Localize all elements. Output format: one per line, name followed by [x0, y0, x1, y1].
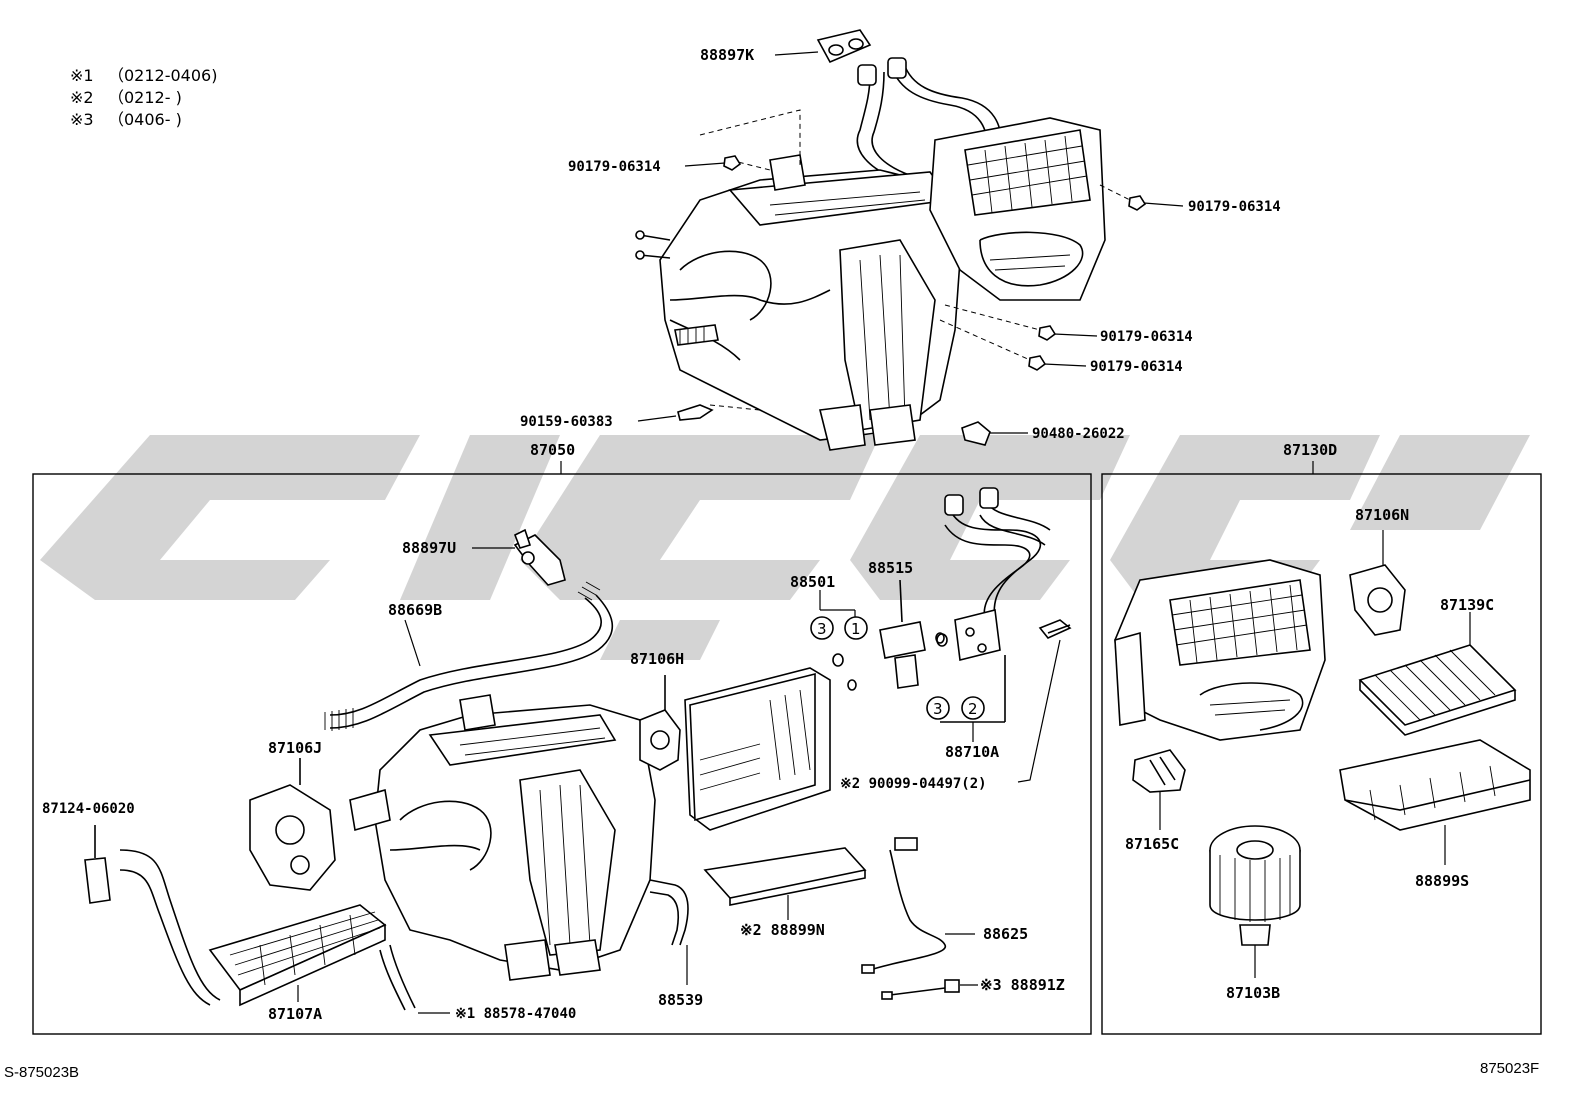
label-87107a: 87107A	[268, 1005, 322, 1023]
label-87106h: 87106H	[630, 650, 684, 668]
top-assembly-drawing	[635, 29, 1184, 451]
label-88625: 88625	[983, 925, 1028, 943]
servo-motor-87106n-part	[1349, 564, 1406, 636]
callout-3-lower: 3	[933, 700, 943, 718]
label-87050: 87050	[530, 441, 575, 459]
blower-case-top	[929, 117, 1106, 301]
label-88891z: ※3 88891Z	[980, 976, 1065, 994]
label-87139c: 87139C	[1440, 596, 1494, 614]
label-87106j: 87106J	[268, 739, 322, 757]
label-88501: 88501	[790, 573, 835, 591]
expansion-valve-88515-part	[879, 579, 945, 689]
bolt-90099-04497-part	[1017, 619, 1072, 783]
tube-88539-part	[649, 879, 689, 946]
label-88897k: 88897K	[700, 46, 754, 64]
cabin-filter-87139c-part	[1358, 644, 1517, 736]
filter-88899n-part	[703, 847, 867, 906]
label-90480-26022: 90480-26022	[1032, 426, 1125, 442]
drain-hose-88669b-part	[324, 581, 614, 731]
sensor-88891z-part	[881, 979, 960, 1000]
callout-circles-88710a: 3 2	[926, 633, 985, 720]
label-88669b: 88669B	[388, 601, 442, 619]
label-88515: 88515	[868, 559, 913, 577]
hose-88578-47040-part	[379, 944, 416, 1011]
servo-motor-87106h-part	[639, 675, 681, 771]
note-1-mark: ※1	[70, 66, 94, 85]
note-2-range: （0212- )	[108, 88, 182, 107]
sensor-88625-part	[861, 837, 946, 974]
label-90179-06314-b: 90179-06314	[1188, 199, 1281, 215]
label-88710a: 88710A	[945, 743, 999, 761]
group-box-87050	[32, 461, 1092, 1035]
grommet-88897k-part	[816, 29, 872, 64]
blower-unit-main-body	[1114, 559, 1326, 741]
label-87106n: 87106N	[1355, 506, 1409, 524]
pipes-88710a-part	[940, 487, 1051, 723]
connector-88897u-part	[513, 528, 566, 586]
servo-motor-87106j-part	[249, 758, 336, 891]
label-90099-04497: ※2 90099-04497(2)	[840, 776, 987, 792]
callout-1: 1	[851, 620, 861, 638]
note-3-range: （0406- )	[108, 110, 182, 129]
label-87124-06020: 87124-06020	[42, 801, 135, 817]
note-2-mark: ※2	[70, 88, 94, 107]
callout-2: 2	[968, 700, 978, 718]
note-1-range: （0212-0406)	[108, 66, 217, 85]
footer-right-code: 875023F	[1480, 1060, 1539, 1077]
label-88539: 88539	[658, 991, 703, 1009]
hvac-unit-main-body	[349, 694, 656, 981]
note-3-mark: ※3	[70, 110, 94, 129]
label-87130d: 87130D	[1283, 441, 1337, 459]
label-90179-06314-c: 90179-06314	[1100, 329, 1193, 345]
legend-notes: ※1 （0212-0406) ※2 （0212- ) ※3 （0406- )	[70, 66, 217, 129]
hvac-unit-top-body	[635, 154, 961, 451]
group-box-87130d	[1101, 461, 1542, 1035]
label-88897u: 88897U	[402, 539, 456, 557]
filter-case-88899s-part	[1339, 739, 1531, 831]
label-88899s: 88899S	[1415, 872, 1469, 890]
label-88578-47040: ※1 88578-47040	[455, 1006, 576, 1022]
blower-motor-87103b-part	[1209, 825, 1301, 946]
resistor-87165c-part	[1132, 749, 1186, 793]
heater-core-87107a-part	[119, 849, 387, 1007]
label-87103b: 87103B	[1226, 984, 1280, 1002]
footer-left-code: S-875023B	[4, 1064, 79, 1081]
watermark-logo	[40, 435, 1530, 660]
label-90179-06314-a: 90179-06314	[568, 159, 661, 175]
clip-87124-06020-part	[84, 825, 111, 904]
clip-nut-icons	[677, 155, 1147, 446]
callout-3-upper: 3	[817, 620, 827, 638]
label-90159-60383: 90159-60383	[520, 414, 613, 430]
label-90179-06314-d: 90179-06314	[1090, 359, 1183, 375]
evaporator-88501-part	[684, 667, 831, 831]
callout-circles-88501: 3 1	[810, 616, 868, 691]
label-87165c: 87165C	[1125, 835, 1179, 853]
label-88899n: ※2 88899N	[740, 921, 825, 939]
